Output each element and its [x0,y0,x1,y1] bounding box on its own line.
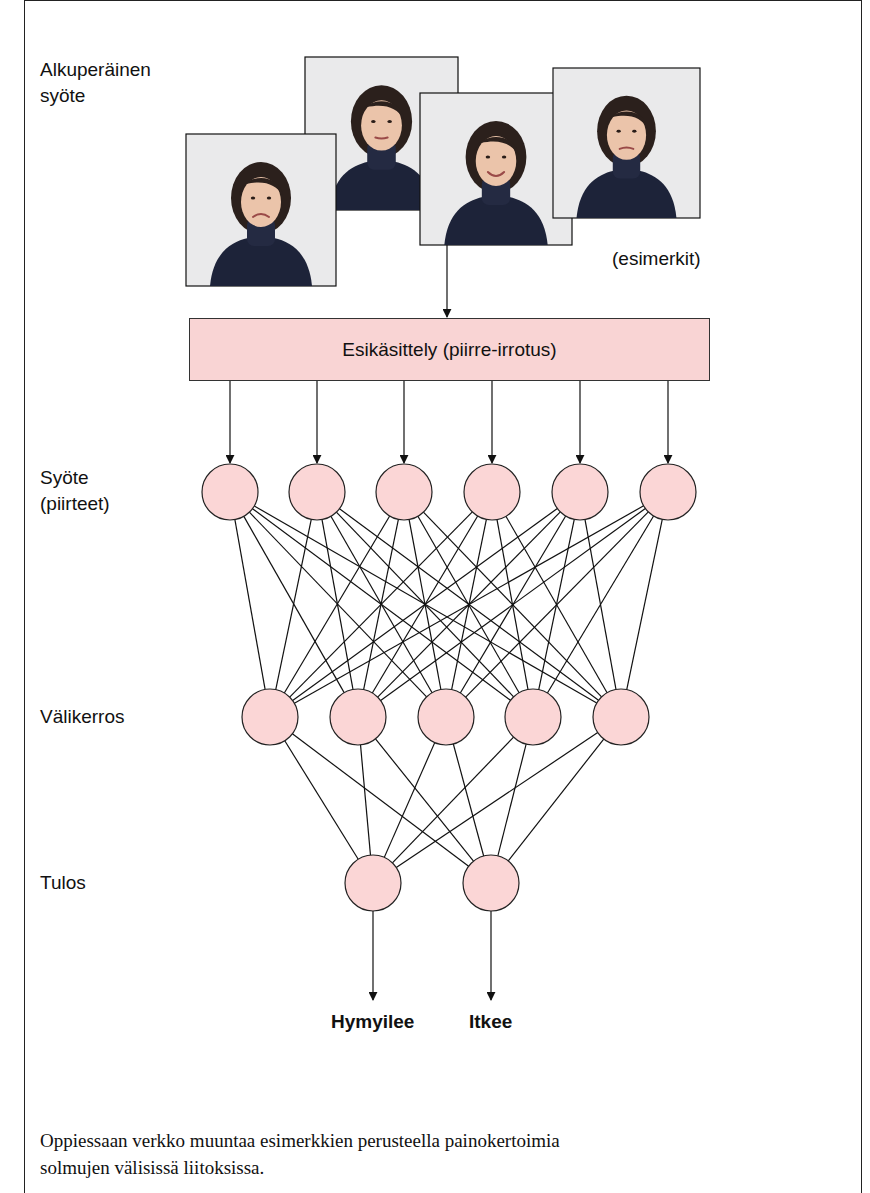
face-photo [186,134,336,286]
weight-connection [244,516,344,692]
feature-arrow [316,381,317,463]
weight-connection [276,519,312,689]
hair-fringe [239,178,283,196]
weight-connection [453,744,483,856]
weight-connection [249,512,426,697]
layer-name: Tulos [40,870,180,896]
frame [25,1,862,1193]
hidden-neuron [593,689,649,745]
eye [502,156,506,159]
feature-arrow [229,381,230,463]
hair-fringe [474,137,519,155]
weight-connection [508,739,603,861]
eye [267,197,271,200]
eye [251,197,255,200]
hidden-neuron [418,689,474,745]
photo-frame [553,68,700,218]
band-text: Esikäsittely (piirre-irrotus) [342,339,556,361]
input-neuron [552,464,608,520]
eye [371,120,375,123]
output-label: Itkee [469,1009,512,1035]
eye [387,120,391,123]
mouth [620,147,634,148]
output-neuron [463,855,519,911]
hair [466,121,527,193]
input-neuron [202,464,258,520]
process-band: Esikäsittely (piirre-irrotus) [189,318,710,381]
weight-connection [361,745,371,855]
weight-connection [466,512,649,697]
hair [231,162,291,234]
feature-arrow [491,381,492,463]
weight-connection [627,519,663,689]
output-neuron [345,855,401,911]
weight-connection [392,737,513,863]
face-photo [420,93,572,245]
weight-connection [381,508,646,700]
eye [632,130,636,133]
caption: Oppiessaan verkko muuntaa esimerkkien pe… [40,1128,580,1181]
output-arrow [372,911,373,1000]
photo-frame [186,134,336,286]
hair-fringe [605,111,648,129]
face-photo [553,68,700,218]
weight-connection [285,741,358,859]
mouth [488,172,504,176]
input-neuron [376,464,432,520]
mouth [375,138,387,139]
hidden-neuron [242,689,298,745]
layer-name: Syöte (piirteet) [40,465,150,516]
hidden-neuron [330,689,386,745]
input-neuron [464,464,520,520]
eye [617,130,621,133]
hidden-neuron [505,689,561,745]
input-neuron [640,464,696,520]
weight-connection [294,506,643,703]
layer-name: Välikerros [40,704,180,730]
weight-connection [292,734,468,866]
weight-connection [254,506,596,703]
weight-connection [284,516,389,693]
input-arrow [446,245,447,317]
weight-connection [547,516,653,693]
output-label: Hymyilee [331,1009,414,1035]
eye [486,156,490,159]
input-heading: Alkuperäinen syöte [40,57,180,108]
weight-connection [252,509,510,701]
feature-arrow [403,381,404,463]
input-neuron [289,464,345,520]
weight-connection [290,512,473,697]
photo-frame [420,93,572,245]
weight-connection [293,508,558,700]
hair-fringe [359,101,404,119]
note: (esimerkit) [612,246,752,272]
weight-connection [384,743,434,858]
hair [351,85,412,157]
feature-arrow [667,381,668,463]
weight-connection [498,744,526,856]
hair [597,96,656,167]
feature-arrow [579,381,580,463]
mouth [253,214,269,217]
weight-connection [376,739,474,861]
output-arrow [490,911,491,1000]
weight-connection [396,733,597,868]
